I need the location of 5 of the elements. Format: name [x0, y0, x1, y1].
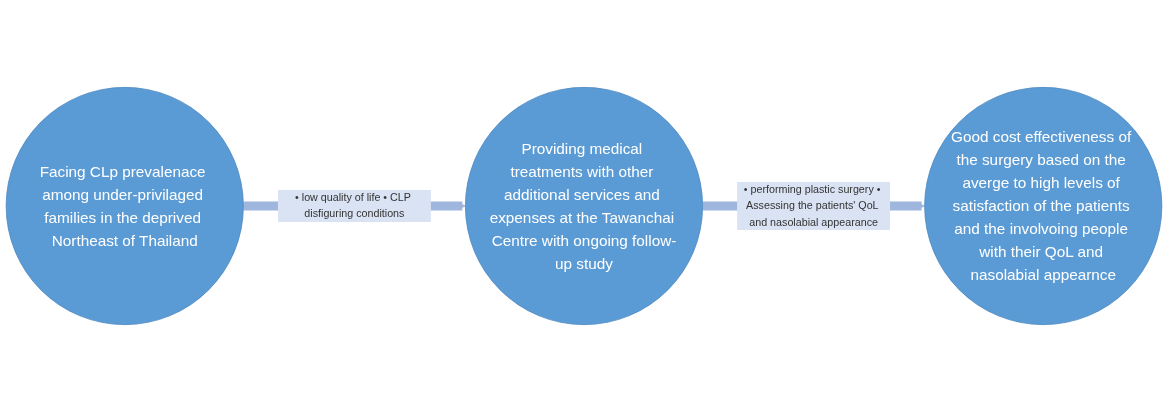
- node-circle: Providing medical treatments with other additional services and expenses at the Tawanchai Centre with ongoing follow-up study: [464, 86, 704, 326]
- edge-label: • low quality of life • CLP disfiguring conditions: [295, 191, 411, 220]
- node-circle: Facing CLp prevalenace among under-privilaged families in the deprived Northeast of Thailand: [5, 86, 244, 326]
- node-circle: Good cost effectiveness of the surgery based on the averge to high levels of satisfaction of the patients and the involvoing people with their QoL and nasolabial appearnce: [924, 86, 1163, 326]
- edge-label: • performing plastic surgery • Assessing the patients' QoL and nasolabial appearance: [743, 183, 881, 228]
